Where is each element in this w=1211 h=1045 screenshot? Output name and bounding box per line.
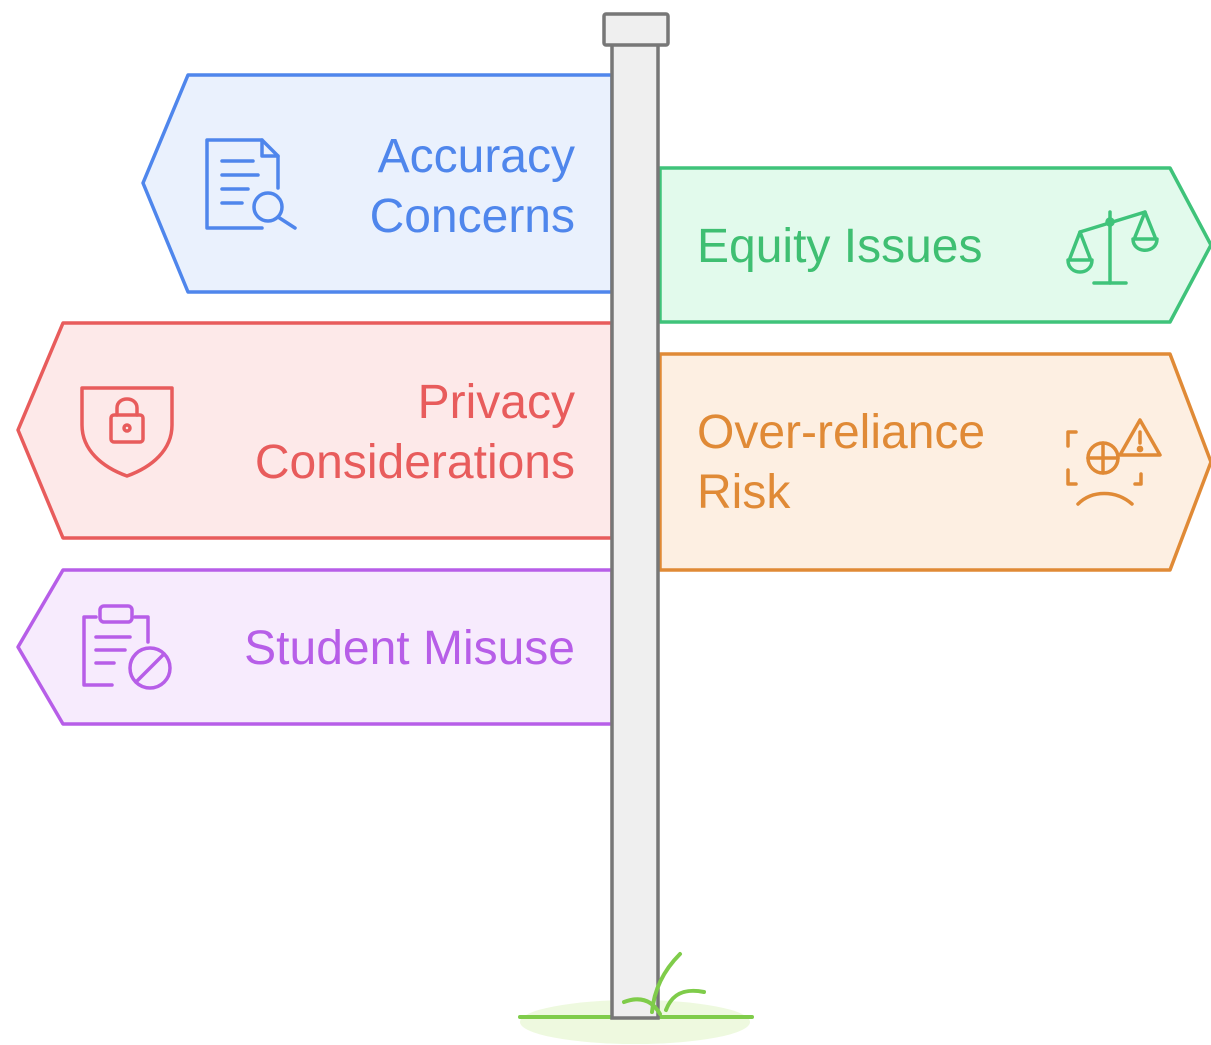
signpost-pole <box>610 42 660 1020</box>
signpost-cap <box>602 12 670 47</box>
grass-tuft-icon <box>622 952 706 1016</box>
sign-privacy-line-2: Considerations <box>255 436 575 489</box>
ai-warning-icon <box>1066 418 1162 506</box>
sign-overreliance-line-1: Over-reliance <box>697 406 985 459</box>
sign-overreliance-board <box>658 352 1211 572</box>
sign-privacy-board <box>16 321 614 540</box>
sign-equity: Equity Issues <box>658 166 1211 324</box>
sign-privacy-line-1: Privacy <box>418 376 575 429</box>
sign-accuracy-line-2: Concerns <box>370 190 575 243</box>
sign-equity-board <box>658 166 1211 324</box>
sign-misuse-line-1: Student Misuse <box>244 622 575 675</box>
sign-equity-line-1: Equity Issues <box>697 220 982 273</box>
sign-accuracy-line-1: Accuracy <box>378 130 575 183</box>
sign-misuse: Student Misuse <box>16 568 614 726</box>
sign-misuse-board <box>16 568 614 726</box>
shield-lock-icon <box>80 386 174 478</box>
clipboard-prohibited-icon <box>82 604 172 690</box>
sign-privacy: Privacy Considerations <box>16 321 614 540</box>
document-search-icon <box>205 138 297 230</box>
sign-overreliance-line-2: Risk <box>697 466 791 519</box>
sign-accuracy: Accuracy Concerns <box>141 73 614 294</box>
sign-accuracy-board <box>141 73 614 294</box>
balance-scale-icon <box>1066 210 1159 285</box>
ground-mound <box>520 1000 750 1044</box>
sign-overreliance: Over-reliance Risk <box>658 352 1211 572</box>
